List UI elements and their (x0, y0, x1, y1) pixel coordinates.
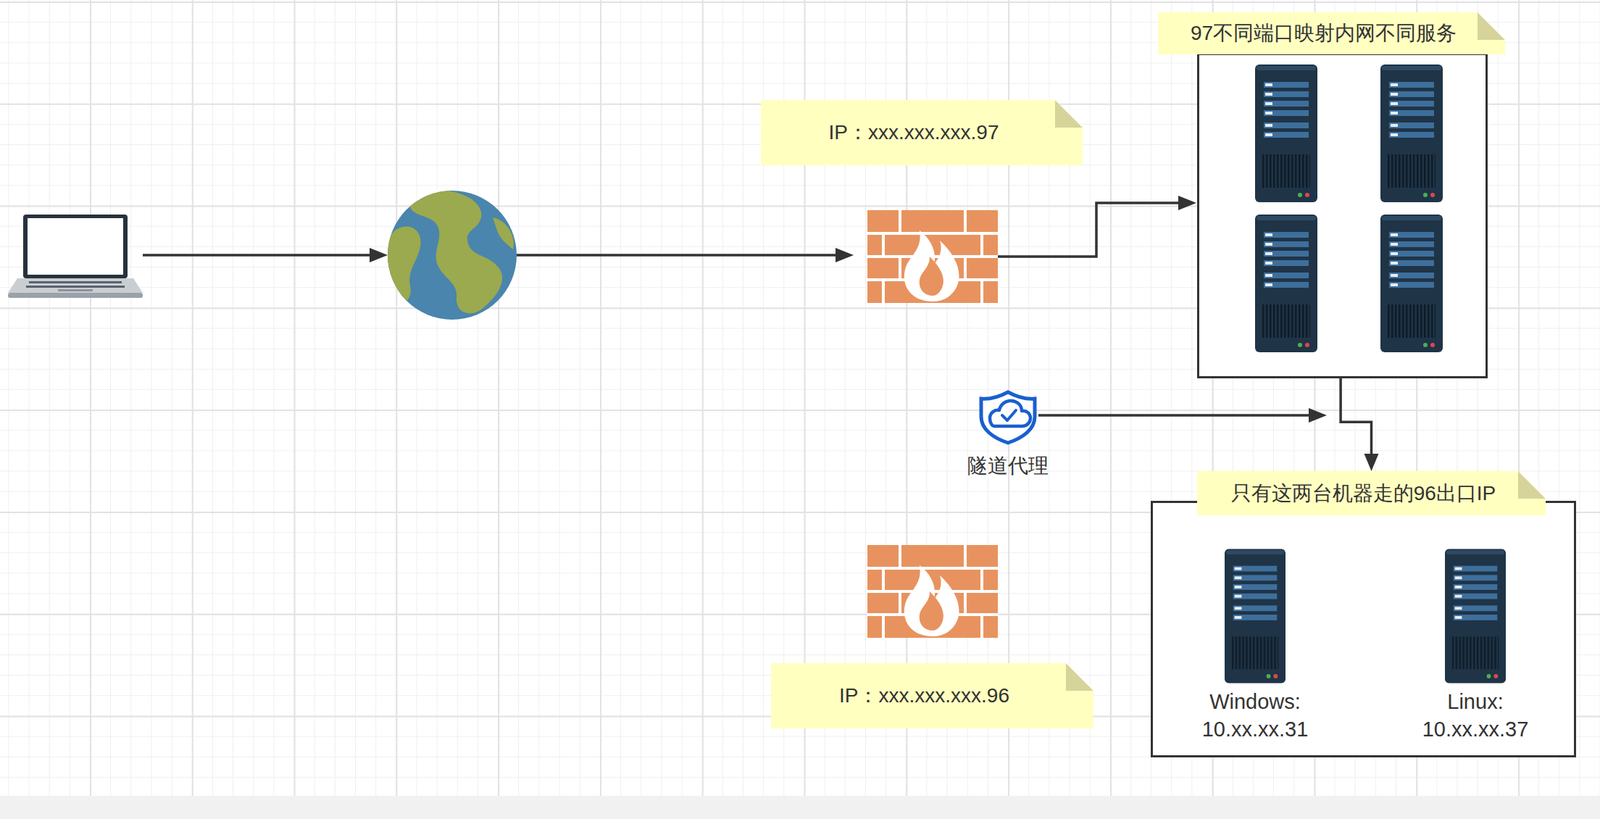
server-rack-icons (1197, 52, 1488, 379)
connector-line (1340, 378, 1372, 457)
server-icon (1255, 214, 1318, 353)
note-text: 只有这两台机器走的96出口IP (1231, 479, 1497, 508)
arrow-heads (369, 195, 1327, 423)
note-fold (1518, 471, 1546, 499)
ip-note: IP：xxx.xxx.xxx.97 (760, 100, 1083, 166)
link-lines (142, 202, 1312, 416)
ip-note: IP：xxx.xxx.xxx.96 (771, 663, 1094, 729)
connector (1340, 378, 1379, 472)
group-box: 97不同端口映射内网不同服务 (1197, 52, 1488, 379)
arrow-head (1364, 453, 1379, 472)
firewall-icon (867, 544, 998, 638)
server-icon (1380, 214, 1443, 353)
note-text: 97不同端口映射内网不同服务 (1190, 19, 1457, 48)
server-icon (1444, 547, 1506, 685)
note-text: IP：xxx.xxx.xxx.96 (839, 681, 1010, 710)
server-icon (1255, 64, 1318, 203)
firewall-icon (867, 210, 998, 303)
bottom-band (0, 795, 1600, 819)
group-heading-note: 97不同端口映射内网不同服务 (1157, 12, 1506, 55)
server-icon (1380, 64, 1443, 203)
globe-icon (386, 189, 518, 320)
icon-caption: 隧道代理 (967, 452, 1049, 480)
group-box: 只有这两台机器走的96出口IPWindows: 10.xx.xx.31Linux… (1150, 500, 1577, 758)
note-text: IP：xxx.xxx.xxx.97 (828, 118, 1000, 147)
note-fold (1065, 663, 1094, 691)
server-icon-shape (1444, 548, 1506, 684)
laptop-icon (7, 214, 143, 298)
note-fold (1477, 12, 1506, 40)
server-icon (1224, 547, 1286, 685)
group-heading-note: 只有这两台机器走的96出口IP (1197, 471, 1546, 516)
note-fold (1055, 100, 1083, 128)
server-icon-shape (1224, 548, 1286, 684)
server-label: Linux: 10.xx.xx.37 (1422, 688, 1529, 743)
server-node: Linux: 10.xx.xx.37 (1422, 547, 1529, 743)
server-node: Windows: 10.xx.xx.31 (1202, 547, 1309, 743)
tunnel-proxy-icon (981, 392, 1035, 443)
server-label: Windows: 10.xx.xx.31 (1202, 688, 1309, 743)
